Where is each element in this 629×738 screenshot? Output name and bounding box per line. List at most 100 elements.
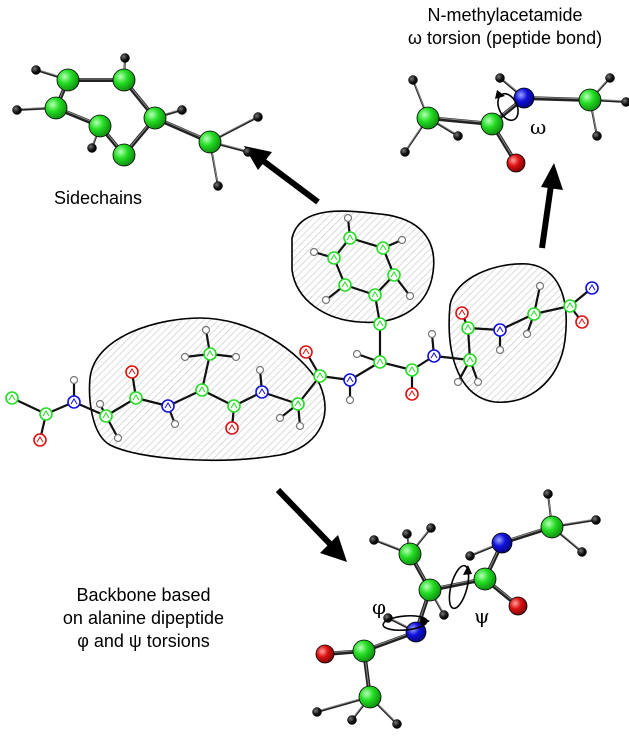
nitrogen-atom: [255, 385, 269, 399]
carbon-atom: [195, 383, 209, 397]
atom-mark: [346, 376, 354, 383]
carbon-atom: [376, 241, 390, 255]
nitrogen-atom: [343, 373, 357, 387]
backbone-caption: Backbone based on alanine dipeptide φ an…: [36, 584, 251, 653]
carbon-atom: [480, 112, 504, 136]
backbone-caption-line2: on alanine dipeptide: [62, 608, 225, 628]
carbon-atom: [368, 288, 382, 302]
hydrogen-atom: [255, 365, 265, 375]
hydrogen-atom: [473, 377, 483, 387]
carbon-atom: [473, 567, 497, 591]
carbon-atom: [463, 353, 477, 367]
carbon-atom: [291, 397, 305, 411]
oxygen-atom: [299, 345, 313, 359]
nma-title-line2: ω torsion (peptide bond): [407, 28, 603, 48]
carbon-atom: [461, 321, 475, 335]
atom-mark: [530, 310, 538, 317]
hydrogen-atom: [453, 377, 463, 387]
atom-mark: [390, 271, 398, 278]
atom-mark: [376, 358, 384, 365]
hydrogen-atom: [408, 75, 418, 85]
carbon-atom: [44, 96, 68, 120]
phi-torsion-arrow: [382, 614, 430, 632]
nitrogen-atom: [161, 399, 175, 413]
nitrogen-atom: [585, 281, 599, 295]
carbon-atom: [358, 685, 382, 709]
hydrogen-atom: [439, 610, 449, 620]
sidechain-toluene-fragment: [12, 53, 263, 191]
atom-mark: [132, 394, 140, 401]
carbon-atom: [387, 268, 401, 282]
carbon-atom: [352, 639, 376, 663]
atom-mark: [341, 281, 349, 288]
alanine-dipeptide-fragment: [312, 489, 601, 729]
atom-mark: [258, 388, 266, 395]
atom-mark: [164, 402, 172, 409]
carbon-atom: [398, 542, 422, 566]
phi-symbol: φ: [372, 595, 386, 619]
hydrogen-atom: [231, 352, 241, 362]
omega-symbol: ω: [530, 115, 546, 139]
oxygen-atom: [575, 315, 589, 329]
carbon-atom: [39, 407, 53, 421]
oxygen-atom: [225, 421, 239, 435]
atom-mark: [371, 291, 379, 298]
oxygen-atom: [33, 433, 47, 447]
hydrogen-atom: [402, 529, 412, 539]
carbon-atom: [578, 88, 602, 112]
omega-torsion-arrow: [495, 90, 519, 122]
atom-mark: [316, 372, 324, 379]
hydrogen-atom: [400, 147, 410, 157]
carbon-atom: [112, 68, 136, 92]
hydrogen-atom: [453, 131, 463, 141]
hydrogen-atom: [343, 213, 353, 223]
atom-mark: [466, 356, 474, 363]
atom-mark: [8, 394, 16, 401]
hydrogen-atom: [201, 325, 211, 335]
hydrogen-atom: [243, 147, 253, 157]
hydrogen-atom: [12, 105, 22, 115]
arrow-to-nma: [539, 163, 563, 249]
hydrogen-atom: [347, 715, 357, 725]
carbon-atom: [405, 363, 419, 377]
hydrogen-atom: [321, 295, 331, 305]
hydrogen-atom: [312, 707, 322, 717]
hydrogen-atom: [345, 395, 355, 405]
carbon-atom: [418, 578, 442, 602]
carbon-atom: [373, 355, 387, 369]
hydrogen-atom: [309, 247, 319, 257]
atom-mark: [588, 284, 596, 291]
atom-mark: [379, 244, 387, 251]
nitrogen-atom: [491, 532, 513, 554]
atom-mark: [578, 318, 586, 325]
atom-mark: [408, 366, 416, 373]
hydrogen-atom: [405, 291, 415, 301]
backbone-caption-line3: φ and ψ torsions: [77, 631, 210, 651]
psi-symbol: ψ: [474, 604, 490, 628]
carbon-atom: [313, 369, 327, 383]
carbon-atom: [227, 399, 241, 413]
hydrogen-atom: [295, 421, 305, 431]
hydrogen-atom: [495, 345, 505, 355]
atom-mark: [376, 320, 384, 327]
hydrogen-atom: [170, 419, 180, 429]
oxygen-atom: [315, 644, 335, 664]
atom-mark: [430, 352, 438, 359]
hydrogen-atom: [87, 143, 97, 153]
hydrogen-atom: [177, 105, 187, 115]
atom-mark: [294, 400, 302, 407]
carbon-atom: [88, 114, 112, 138]
oxygen-atom: [506, 153, 526, 173]
nitrogen-atom: [427, 349, 441, 363]
nitrogen-atom: [513, 87, 535, 109]
carbon-atom: [373, 317, 387, 331]
n-methylacetamide-fragment: [400, 73, 629, 173]
hydrogen-atom: [605, 73, 615, 83]
hydrogen-atom: [113, 433, 123, 443]
hydrogen-atom: [275, 413, 285, 423]
hydrogen-atom: [397, 235, 407, 245]
atom-mark: [464, 324, 472, 331]
hydrogen-atom: [621, 97, 629, 107]
nma-title: N-methylacetamide ω torsion (peptide bon…: [390, 4, 620, 50]
atom-mark: [408, 390, 416, 397]
